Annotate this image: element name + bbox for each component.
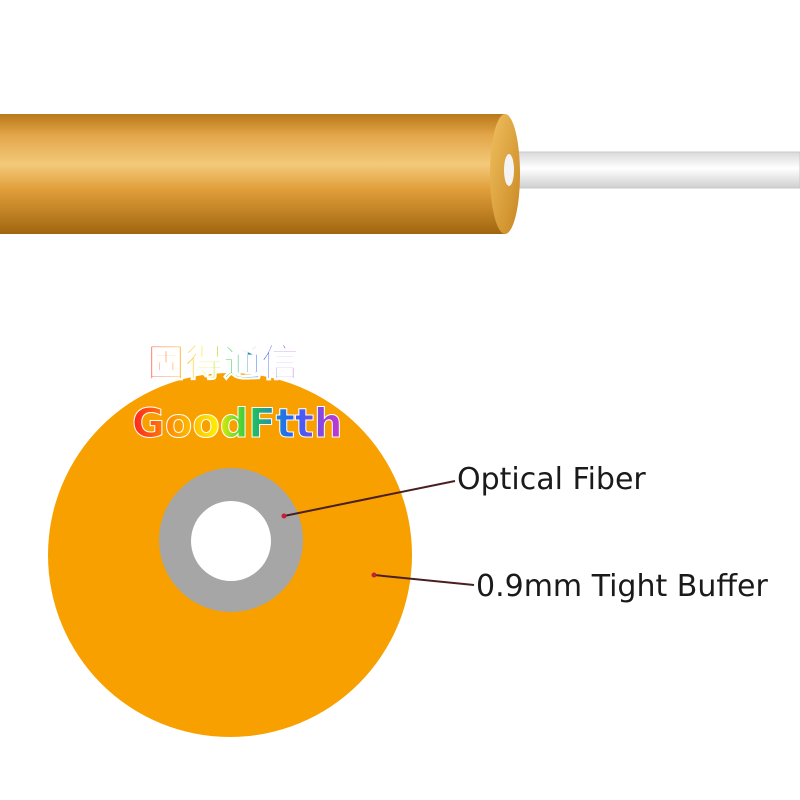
- watermark-english: GoodFtth: [132, 401, 342, 447]
- buffer-leader-dot: [371, 572, 377, 578]
- optical-fiber-label: Optical Fiber: [457, 462, 646, 497]
- fiber-leader-dot: [281, 513, 287, 519]
- tight-buffer-label: 0.9mm Tight Buffer: [476, 569, 769, 604]
- brand-watermark: 固得通信 GoodFtth: [132, 341, 343, 448]
- fiber-leader-line: [283, 480, 456, 517]
- bare-fiber: [504, 151, 800, 189]
- cable-end-hole: [504, 154, 514, 186]
- cable-jacket: [0, 114, 505, 234]
- cable-side-view: [0, 114, 800, 234]
- fiber-core: [191, 501, 271, 581]
- cross-section: [48, 373, 412, 737]
- buffer-leader-line: [373, 574, 475, 586]
- watermark-chinese: 固得通信: [147, 341, 299, 385]
- leader-lines: [281, 480, 475, 586]
